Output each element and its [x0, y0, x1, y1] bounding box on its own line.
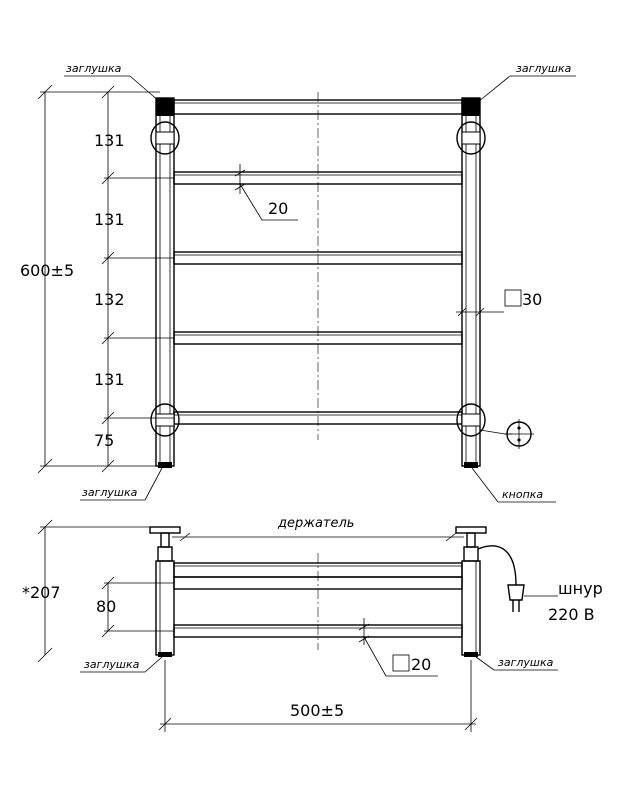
- button-knob: [464, 462, 478, 468]
- label-holder: держатель: [277, 516, 354, 531]
- label-cap-bottom-left-2: заглушка: [84, 658, 140, 671]
- top-left-post: [155, 560, 175, 656]
- label-cap-top-left: заглушка: [66, 62, 122, 75]
- label-cap-bottom-left: заглушка: [82, 486, 138, 499]
- top-labels: заглушка заглушка: [80, 656, 558, 673]
- top-right-cap: [462, 98, 480, 116]
- dim-depth: *207: [22, 583, 61, 602]
- dim-spacing-2: 131: [94, 210, 125, 229]
- label-voltage: 220 В: [548, 605, 595, 624]
- dim-post-tube: 30: [522, 290, 542, 309]
- dim-width: 500±5: [290, 701, 344, 720]
- holder-left: [149, 526, 181, 534]
- dim-rail-tube: 20: [268, 199, 288, 218]
- dim-shelf-tube: 20: [411, 655, 431, 674]
- label-button: кнопка: [502, 488, 543, 501]
- top-view: держатель шнур 220 В: [149, 516, 603, 657]
- right-post: [461, 97, 481, 467]
- wall-brackets: [150, 121, 486, 437]
- dim-shelf-gap: 80: [96, 597, 116, 616]
- dim-bottom-offset: 75: [94, 431, 114, 450]
- dim-overall-height: 600±5: [20, 261, 74, 280]
- bottom-left-cap: [158, 462, 172, 468]
- top-left-cap: [156, 98, 174, 116]
- label-cap-top-right: заглушка: [516, 62, 572, 75]
- cord-top: [477, 545, 517, 586]
- label-cord: шнур: [558, 579, 603, 598]
- plug-icon: [507, 584, 525, 601]
- front-view: [150, 92, 534, 468]
- front-dimensions: 600±5 131 131 132 131 75 20 30: [20, 84, 542, 474]
- left-post: [155, 97, 175, 467]
- front-labels: заглушка заглушка заглушка кнопка: [64, 62, 576, 503]
- dim-spacing-1: 131: [94, 131, 125, 150]
- holder-right: [455, 526, 487, 534]
- dim-spacing-4: 131: [94, 370, 125, 389]
- top-dimensions: *207 80 20 500±5: [22, 519, 478, 732]
- dim-spacing-3: 132: [94, 290, 125, 309]
- label-cap-bottom-right-2: заглушка: [498, 656, 554, 669]
- top-right-post: [461, 560, 481, 656]
